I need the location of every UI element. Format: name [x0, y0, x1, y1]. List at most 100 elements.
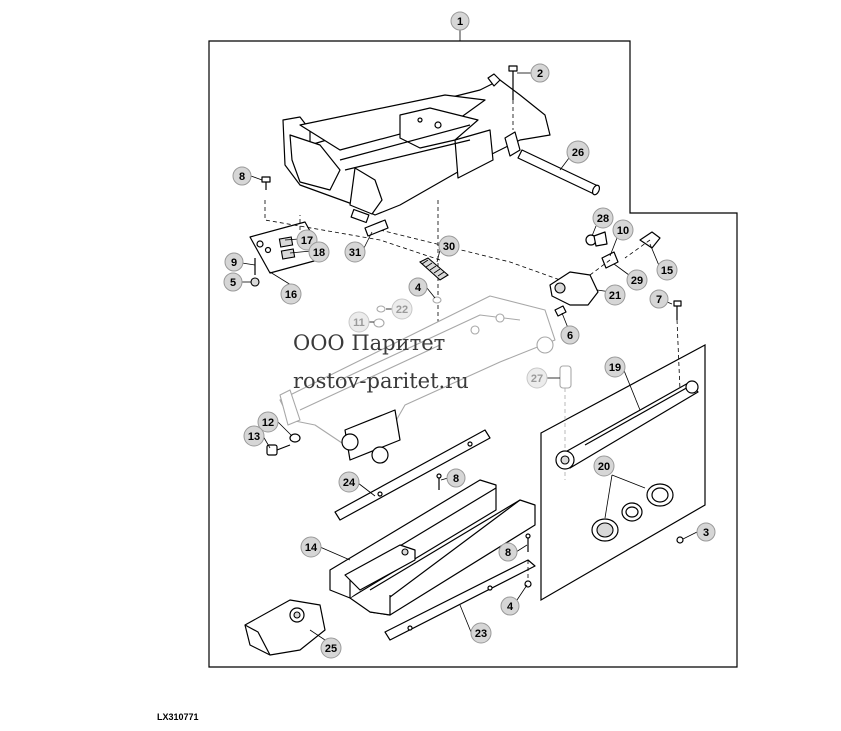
- callout-5: 5: [223, 272, 243, 292]
- screw-8-top: [261, 176, 271, 190]
- callout-7: 7: [649, 289, 669, 309]
- svg-text:23: 23: [475, 628, 487, 640]
- svg-text:12: 12: [262, 417, 274, 429]
- callout-6: 6: [560, 325, 580, 345]
- callout-31: 31: [344, 241, 366, 263]
- washer-22: [376, 305, 386, 313]
- callout-12: 12: [257, 411, 279, 433]
- callout-26: 26: [566, 140, 590, 164]
- callout-30: 30: [438, 235, 460, 257]
- svg-text:14: 14: [305, 542, 318, 554]
- svg-text:11: 11: [353, 317, 365, 329]
- svg-text:19: 19: [609, 362, 621, 374]
- pin-10-29: [589, 251, 619, 276]
- nut-11: [373, 318, 385, 328]
- callout-2: 2: [530, 63, 550, 83]
- seal-kit-20: [591, 483, 674, 542]
- svg-text:27: 27: [531, 373, 543, 385]
- svg-text:8: 8: [453, 473, 459, 485]
- svg-text:30: 30: [443, 241, 455, 253]
- screw-6: [554, 305, 567, 317]
- callout-10: 10: [612, 219, 634, 241]
- callout-19: 19: [604, 356, 626, 378]
- assembly-line-a: [264, 200, 441, 261]
- svg-text:1: 1: [457, 16, 463, 28]
- callout-8-mid: 8: [446, 468, 466, 488]
- svg-text:15: 15: [661, 265, 673, 277]
- washer-12: [289, 433, 301, 443]
- svg-text:24: 24: [343, 477, 356, 489]
- bolt-2: [508, 65, 518, 130]
- assembly-line-b: [379, 229, 561, 281]
- screw-9-nut-5: [250, 258, 260, 287]
- svg-text:22: 22: [396, 304, 408, 316]
- assembly-frame: [208, 40, 738, 668]
- bolt-7: [673, 300, 682, 391]
- watermark-url: rostov-paritet.ru: [293, 369, 469, 393]
- callout-21: 21: [604, 284, 626, 306]
- svg-text:17: 17: [301, 235, 313, 247]
- svg-text:25: 25: [325, 643, 337, 655]
- pin-31: [364, 219, 389, 237]
- callout-8-top: 8: [232, 166, 252, 186]
- svg-text:10: 10: [617, 225, 629, 237]
- screw-8-low: [525, 533, 531, 552]
- svg-text:6: 6: [567, 330, 573, 342]
- cylinder-subframe: [540, 343, 706, 602]
- callout-13: 13: [243, 425, 265, 447]
- nut-4-upper: [432, 296, 442, 304]
- svg-text:26: 26: [572, 147, 584, 159]
- callout-9: 9: [224, 252, 244, 272]
- svg-text:3: 3: [703, 527, 709, 539]
- screw-8-mid: [436, 473, 442, 490]
- callout-3: 3: [696, 522, 716, 542]
- callout-18: 18: [308, 241, 330, 263]
- callout-28: 28: [592, 207, 614, 229]
- figure-code: LX310771: [157, 712, 199, 722]
- callout-14: 14: [300, 536, 322, 558]
- svg-text:4: 4: [507, 601, 514, 613]
- callout-29: 29: [626, 269, 648, 291]
- upper-housing: [282, 73, 551, 224]
- nut-3: [676, 536, 684, 544]
- callout-27: 27: [526, 367, 548, 389]
- callout-15: 15: [656, 259, 678, 281]
- sleeve-27: [559, 365, 572, 480]
- callout-16: 16: [280, 283, 302, 305]
- svg-text:9: 9: [231, 257, 237, 269]
- pin-26: [517, 149, 601, 196]
- svg-text:20: 20: [598, 461, 610, 473]
- svg-text:29: 29: [631, 275, 643, 287]
- svg-text:21: 21: [609, 290, 621, 302]
- callout-4-upper: 4: [408, 277, 428, 297]
- callout-11: 11: [348, 311, 370, 333]
- callout-24: 24: [338, 471, 360, 493]
- svg-text:31: 31: [349, 247, 361, 259]
- svg-text:7: 7: [656, 294, 662, 306]
- callout-4-low: 4: [500, 596, 520, 616]
- callout-22: 22: [391, 298, 413, 320]
- svg-text:4: 4: [415, 282, 422, 294]
- svg-text:8: 8: [239, 171, 245, 183]
- pin-15: [624, 231, 661, 259]
- bolt-13: [266, 444, 291, 456]
- svg-text:8: 8: [505, 547, 511, 559]
- hydraulic-cylinder-19: [555, 380, 699, 470]
- callout-20: 20: [593, 455, 615, 477]
- wear-strip-23: [384, 559, 536, 641]
- wear-strip-24: [334, 429, 491, 521]
- svg-text:28: 28: [597, 213, 609, 225]
- svg-text:16: 16: [285, 289, 297, 301]
- watermark-company: ООО Паритет: [293, 331, 445, 355]
- lower-carrier: [279, 295, 556, 464]
- svg-text:5: 5: [230, 277, 236, 289]
- callout-25: 25: [320, 637, 342, 659]
- clip-28: [585, 231, 608, 247]
- svg-text:13: 13: [248, 431, 260, 443]
- hitch-hook-25: [244, 599, 326, 656]
- lever-bracket-21: [549, 271, 599, 306]
- spring-30: [419, 257, 449, 281]
- callout-23: 23: [470, 622, 492, 644]
- svg-text:2: 2: [537, 68, 543, 80]
- callout-8-low: 8: [498, 542, 518, 562]
